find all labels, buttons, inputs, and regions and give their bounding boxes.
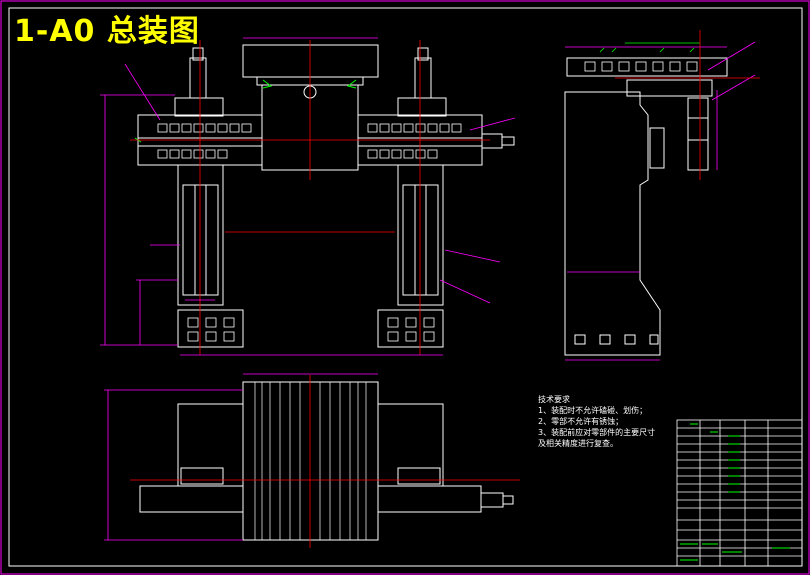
plan-dimensions <box>104 373 378 541</box>
plan-rails <box>254 382 367 540</box>
beam-slots <box>157 123 462 342</box>
title-block <box>676 419 803 567</box>
hatch-marks <box>134 79 357 143</box>
front-dimensions <box>100 37 516 356</box>
inner-border <box>8 7 803 567</box>
side-slots <box>584 61 698 72</box>
drawing-title: 1-A0 总装图 <box>14 14 200 49</box>
side-view <box>564 57 728 356</box>
notes-line: 1、装配时不允许磕碰、划伤； <box>538 406 648 415</box>
plan-centerlines <box>130 375 520 548</box>
technical-notes: 技术要求 1、装配时不允许磕碰、划伤； 2、零部不允许有锈蚀； 3、装配前应对零… <box>538 394 655 449</box>
notes-line: 3、装配前应对零部件的主要尺寸 <box>538 428 656 437</box>
title-block-accents <box>680 423 790 561</box>
side-hatch <box>599 42 700 53</box>
notes-line: 2、零部不允许有锈蚀； <box>538 417 624 426</box>
notes-line: 及相关精度进行复查。 <box>538 439 618 448</box>
plan-view <box>139 381 514 541</box>
side-centerlines <box>615 30 760 180</box>
front-centerlines <box>130 40 490 355</box>
front-view <box>137 44 515 348</box>
notes-heading: 技术要求 <box>538 395 570 404</box>
